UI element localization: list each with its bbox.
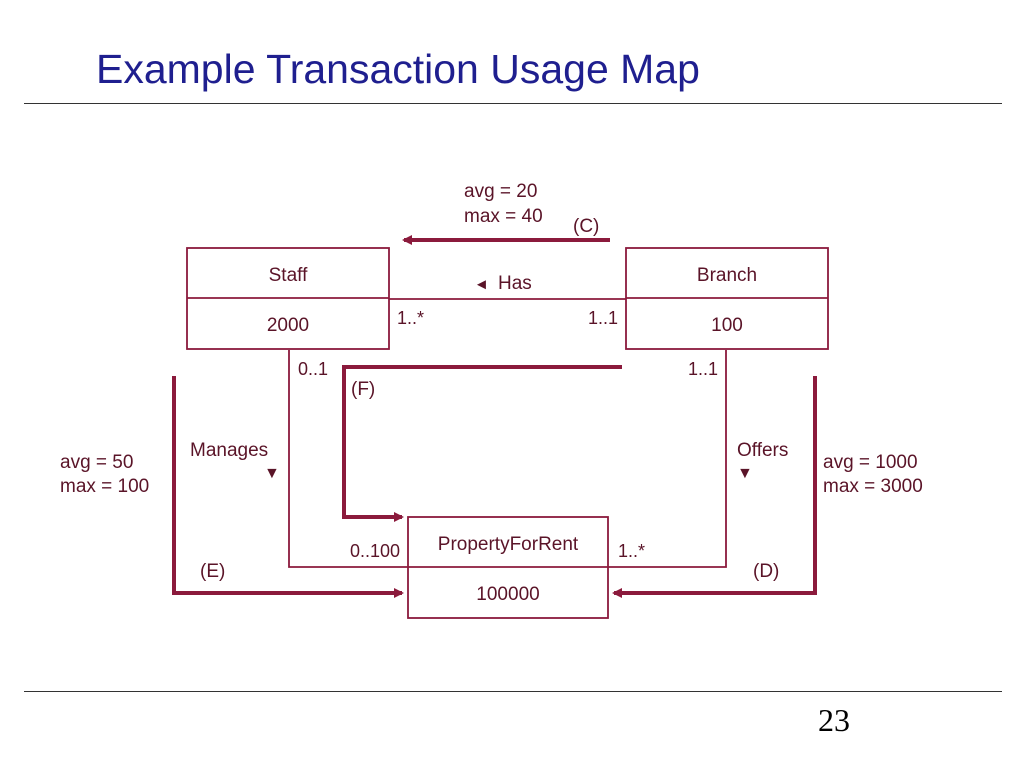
transaction-c-tag: (C) <box>573 216 599 237</box>
transaction-f-tag: (F) <box>351 379 375 400</box>
transaction-e-tag: (E) <box>200 561 225 582</box>
transaction-e-avg: avg = 50 <box>60 452 133 473</box>
manages-staff-multiplicity: 0..1 <box>298 359 328 379</box>
transaction-e-arrow <box>172 376 404 598</box>
manages-label: Manages <box>190 440 268 461</box>
transaction-d-avg: avg = 1000 <box>823 452 918 473</box>
transaction-d-max: max = 3000 <box>823 476 923 497</box>
offers-label: Offers <box>737 440 788 461</box>
has-label: Has <box>498 273 532 294</box>
has-branch-multiplicity: 1..1 <box>588 308 618 328</box>
branch-count: 100 <box>711 315 743 336</box>
has-direction-icon: ◄ <box>474 276 489 293</box>
offers-property-multiplicity: 1..* <box>618 541 645 561</box>
transaction-f-arrow <box>342 365 622 522</box>
offers-relationship-line <box>608 350 727 568</box>
offers-direction-icon: ▼ <box>737 465 753 482</box>
property-count: 100000 <box>476 584 539 605</box>
manages-direction-icon: ▼ <box>264 465 280 482</box>
bottom-divider <box>24 691 1002 692</box>
manages-relationship-line <box>288 350 408 568</box>
slide-title: Example Transaction Usage Map <box>96 46 700 92</box>
staff-count: 2000 <box>267 315 309 336</box>
top-divider <box>24 103 1002 104</box>
branch-name: Branch <box>697 265 757 286</box>
offers-branch-multiplicity: 1..1 <box>688 359 718 379</box>
manages-property-multiplicity: 0..100 <box>350 541 400 561</box>
staff-name: Staff <box>269 265 308 286</box>
transaction-d-arrow <box>612 376 817 598</box>
transaction-c-max: max = 40 <box>464 206 543 227</box>
page-number: 23 <box>818 702 850 738</box>
transaction-d-tag: (D) <box>753 561 779 582</box>
property-name: PropertyForRent <box>438 534 579 555</box>
transaction-e-max: max = 100 <box>60 476 149 497</box>
transaction-c-avg: avg = 20 <box>464 181 537 202</box>
has-staff-multiplicity: 1..* <box>397 308 424 328</box>
